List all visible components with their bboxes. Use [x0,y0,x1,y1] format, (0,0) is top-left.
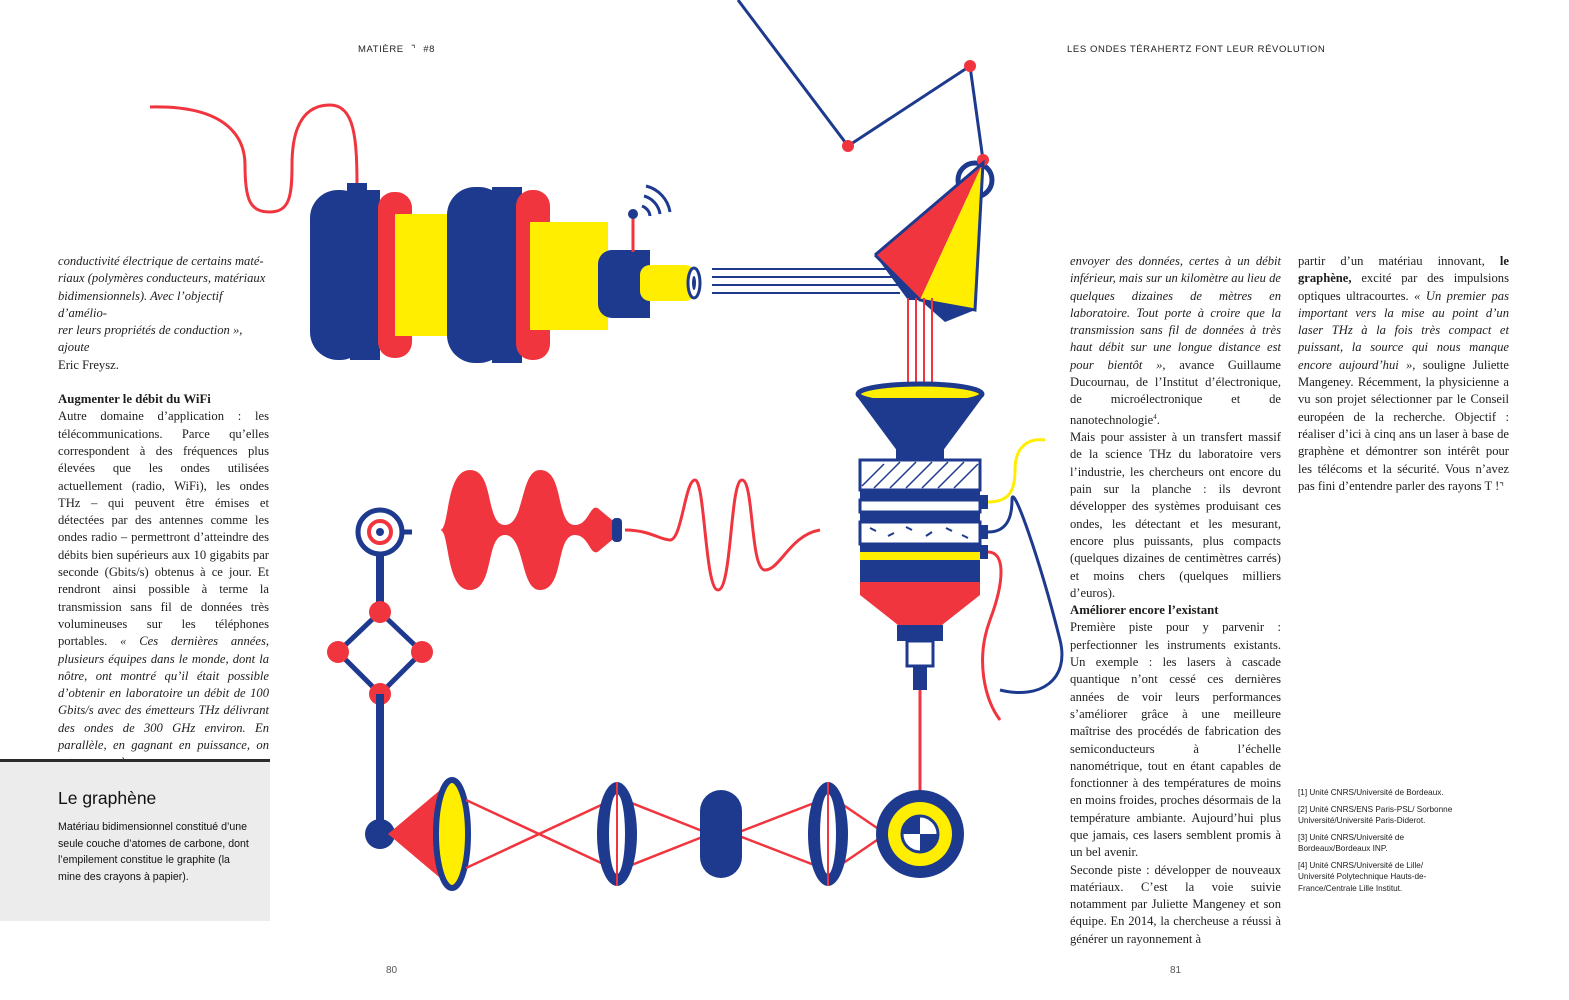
col2-paragraph-1: envoyer des données, certes à un débit i… [1070,254,1281,427]
red-thin-wave [624,478,821,592]
column-3: partir d’un matériau innovant, le graphè… [1298,253,1509,496]
page-number-right: 81 [1170,965,1182,976]
footnote-1: [1] Unité CNRS/Université de Bordeaux. [1298,788,1444,797]
col1-paragraph-2: Autre domaine d’application : les téléco… [58,409,269,769]
page-number-left: 80 [386,965,398,976]
issue-number: #8 [423,44,436,55]
footnote-3: [3] Unité CNRS/Université de Bordeaux/Bo… [1298,832,1405,854]
col1-author: Eric Freysz. [58,357,119,372]
footnote-4: [4] Unité CNRS/Université de Lille/ Univ… [1298,860,1427,893]
col2-paragraph-3: Première piste pour y parvenir : perfect… [1070,620,1281,860]
col2-paragraph-4: Seconde piste : développer de nouveaux m… [1070,862,1281,946]
lens-3 [808,782,848,886]
detector-target [876,790,964,878]
section-name: MATIÈRE [358,44,404,55]
left-mechanism [327,507,433,849]
col2-paragraph-2: Mais pour assister à un transfert massif… [1070,430,1281,600]
red-wire [981,550,1003,721]
column-1: conductivité électrique de certains maté… [58,253,269,772]
col1-heading: Augmenter le débit du WiFi [58,392,211,407]
prism [873,159,985,322]
column-2: envoyer des données, certes à un débit i… [1070,253,1281,948]
running-header-right: LES ONDES TÉRAHERTZ FONT LEUR RÉVOLUTION [1067,44,1326,55]
box-title: Le graphène [58,788,157,808]
col2-heading: Améliorer encore l’existant [1070,603,1219,618]
cone-lens [388,777,471,891]
box-text: Matériau bidimensionnel constitué d’une … [58,821,249,883]
graphene-definition-box: Le graphène Matériau bidimensionnel cons… [0,759,270,921]
end-mark: ⌝ [1499,481,1505,493]
blue-wire [987,495,1064,695]
yellow-wire [987,438,1046,504]
footnotes: [1] Unité CNRS/Université de Bordeaux. [… [1298,787,1458,899]
footnote-2: [2] Unité CNRS/ENS Paris-PSL/ Sorbonne U… [1298,804,1453,826]
detector-column [855,381,988,690]
col1-paragraph-1: conductivité électrique de certains maté… [58,254,266,355]
red-cable [149,103,359,214]
running-header-left: MATIÈRE ⌝ #8 [358,44,435,55]
lens-2 [700,790,742,878]
emitter-stack [310,184,702,363]
section-mark: ⌝ [410,44,417,55]
lens-1 [597,782,637,886]
red-waveform [400,470,620,590]
col3-paragraph-1: partir d’un matériau innovant, le graphè… [1298,254,1509,493]
zigzag-wire [736,0,985,161]
